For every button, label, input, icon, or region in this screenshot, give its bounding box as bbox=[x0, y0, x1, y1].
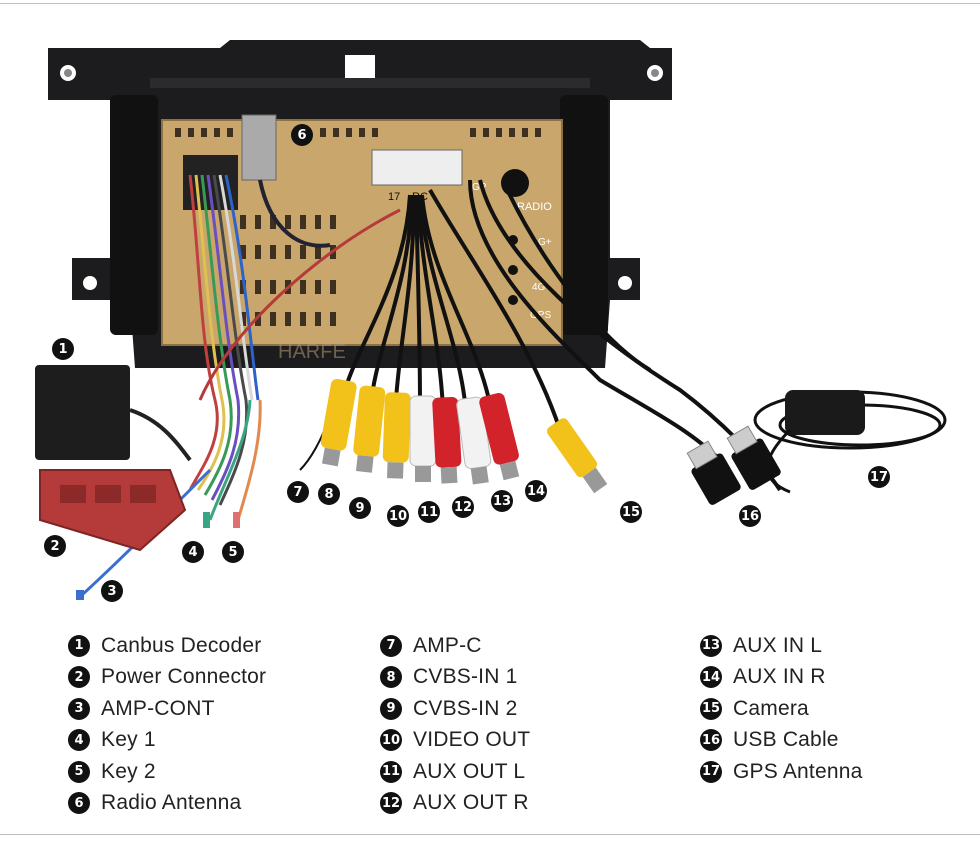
legend-label: AUX IN L bbox=[733, 633, 823, 657]
callout-4: 4 bbox=[182, 541, 204, 563]
canbus-decoder bbox=[35, 365, 192, 462]
legend-number: 6 bbox=[68, 792, 90, 815]
legend-column-1: 1 Canbus Decoder 2 Power Connector 3 AMP-CO… bbox=[68, 630, 266, 819]
legend-label: AUX OUT L bbox=[413, 759, 526, 783]
legend-label: Camera bbox=[733, 696, 809, 720]
label-gps: GPS bbox=[530, 310, 551, 321]
legend-item: 7 AMP-C bbox=[380, 630, 530, 662]
main-connector bbox=[371, 149, 463, 186]
head-unit-body: RADIO G+ 4G- GPS GP 17 RC HARFE bbox=[161, 119, 563, 363]
legend-number: 16 bbox=[700, 729, 722, 752]
legend-item: 13 AUX IN L bbox=[700, 630, 862, 662]
legend-item: 5 Key 2 bbox=[68, 756, 266, 788]
callout-12: 12 bbox=[452, 496, 474, 518]
legend-number: 14 bbox=[700, 666, 722, 689]
legend-column-3: 13 AUX IN L 14 AUX IN R 15 Camera 16 USB Cab… bbox=[700, 630, 862, 788]
legend-number: 8 bbox=[380, 666, 402, 689]
radio-antenna-adapter bbox=[241, 114, 331, 248]
legend-item: 16 USB Cable bbox=[700, 725, 862, 757]
legend-number: 3 bbox=[68, 697, 90, 720]
callout-7: 7 bbox=[287, 481, 309, 503]
bottom-divider bbox=[0, 834, 980, 835]
legend-label: AUX OUT R bbox=[413, 791, 529, 815]
legend-label: Canbus Decoder bbox=[101, 633, 262, 657]
label-17: 17 bbox=[388, 191, 400, 203]
callout-16: 16 bbox=[739, 505, 761, 527]
legend-number: 4 bbox=[68, 729, 90, 752]
legend-item: 11 AUX OUT L bbox=[380, 756, 530, 788]
top-divider bbox=[0, 3, 980, 4]
legend-number: 13 bbox=[700, 634, 722, 657]
legend-item: 12 AUX OUT R bbox=[380, 788, 530, 820]
callout-8: 8 bbox=[318, 483, 340, 505]
callout-13: 13 bbox=[491, 490, 513, 512]
callout-14: 14 bbox=[525, 480, 547, 502]
legend-item: 8 CVBS-IN 1 bbox=[380, 662, 530, 694]
legend-column-2: 7 AMP-C 8 CVBS-IN 1 9 CVBS-IN 2 10 VIDEO OUT… bbox=[380, 630, 530, 819]
legend-number: 1 bbox=[68, 634, 90, 657]
harness-wires bbox=[80, 174, 401, 597]
rca-plugs bbox=[320, 378, 608, 494]
label-gp: GP bbox=[472, 182, 487, 193]
label-radio: RADIO bbox=[517, 201, 552, 213]
callout-15: 15 bbox=[620, 501, 642, 523]
legend-number: 7 bbox=[380, 634, 402, 657]
legend-label: USB Cable bbox=[733, 728, 839, 752]
legend-number: 2 bbox=[68, 666, 90, 689]
legend-label: AMP-CONT bbox=[101, 696, 215, 720]
callout-6: 6 bbox=[291, 124, 313, 146]
key-wire-tips bbox=[76, 512, 240, 600]
legend-item: 15 Camera bbox=[700, 693, 862, 725]
label-g-plus: G+ bbox=[538, 237, 552, 248]
legend-number: 15 bbox=[700, 697, 722, 720]
watermark: HARFE bbox=[278, 341, 346, 363]
legend-number: 17 bbox=[700, 760, 722, 783]
callout-1: 1 bbox=[52, 338, 74, 360]
legend-label: Radio Antenna bbox=[101, 791, 242, 815]
legend-number: 9 bbox=[380, 697, 402, 720]
legend-item: 3 AMP-CONT bbox=[68, 693, 266, 725]
legend-label: Power Connector bbox=[101, 665, 267, 689]
legend-label: AMP-C bbox=[413, 633, 482, 657]
legend-label: CVBS-IN 2 bbox=[413, 696, 518, 720]
legend-number: 5 bbox=[68, 760, 90, 783]
legend-label: GPS Antenna bbox=[733, 759, 863, 783]
legend-item: 4 Key 1 bbox=[68, 725, 266, 757]
legend-label: Key 2 bbox=[101, 759, 156, 783]
legend-item: 17 GPS Antenna bbox=[700, 756, 862, 788]
callout-17: 17 bbox=[868, 466, 890, 488]
legend-item: 10 VIDEO OUT bbox=[380, 725, 530, 757]
legend-label: VIDEO OUT bbox=[413, 728, 531, 752]
legend-item: 1 Canbus Decoder bbox=[68, 630, 266, 662]
callout-5: 5 bbox=[222, 541, 244, 563]
legend-item: 6 Radio Antenna bbox=[68, 788, 266, 820]
wiring-diagram: RADIO G+ 4G- GPS GP 17 RC HARFE bbox=[35, 40, 947, 600]
legend-label: CVBS-IN 1 bbox=[413, 665, 518, 689]
callout-9: 9 bbox=[349, 497, 371, 519]
callout-11: 11 bbox=[418, 501, 440, 523]
legend-label: Key 1 bbox=[101, 728, 156, 752]
callout-10: 10 bbox=[387, 505, 409, 527]
power-connector bbox=[39, 469, 187, 552]
label-4g: 4G- bbox=[532, 282, 549, 293]
legend-label: AUX IN R bbox=[733, 665, 826, 689]
legend-number: 12 bbox=[380, 792, 402, 815]
legend-item: 2 Power Connector bbox=[68, 662, 266, 694]
legend-item: 14 AUX IN R bbox=[700, 662, 862, 694]
legend-number: 11 bbox=[380, 760, 402, 783]
legend-number: 10 bbox=[380, 729, 402, 752]
legend-item: 9 CVBS-IN 2 bbox=[380, 693, 530, 725]
callout-2: 2 bbox=[44, 535, 66, 557]
callout-3: 3 bbox=[101, 580, 123, 602]
gps-antenna bbox=[753, 390, 947, 494]
